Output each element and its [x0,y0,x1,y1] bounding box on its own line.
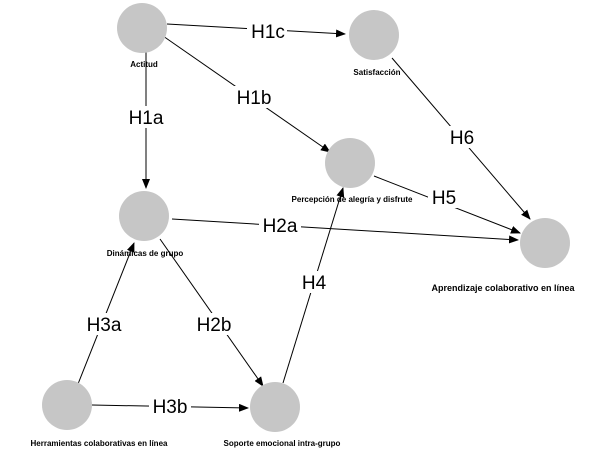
node-actitud: Actitud [117,3,167,69]
edge-h2b [159,238,264,387]
edge-h2a [171,218,519,244]
node-satisfaccion: Satisfacción [349,10,401,77]
node-label-aprendizaje: Aprendizaje colaborativo en línea [431,283,575,293]
node-label-herramientas: Herramientas colaborativas en línea [31,439,169,448]
label-h4: H4 [302,273,327,294]
node-herramientas: Herramientas colaborativas en línea [31,380,169,448]
nodes: Actitud Satisfacción Percepción de alegr… [31,3,576,448]
label-h3a: H3a [87,315,122,336]
node-soporte: Soporte emocional intra-grupo [224,382,341,448]
node-label-actitud: Actitud [130,60,158,69]
node-label-dinamicas: Dinámicas de grupo [107,249,184,258]
node-label-satisfaccion: Satisfacción [353,68,400,77]
node-label-percepcion: Percepción de alegría y disfrute [292,195,413,204]
label-h2a: H2a [263,216,298,237]
node-aprendizaje: Aprendizaje colaborativo en línea [431,218,576,293]
node-dinamicas: Dinámicas de grupo [107,191,184,258]
label-h1a: H1a [129,108,164,129]
label-h2b: H2b [197,315,232,336]
node-label-soporte: Soporte emocional intra-grupo [224,439,341,448]
hypothesis-labels: H1c H1b H1a H6 H5 H2a H4 H3a H2b H3b [83,20,478,418]
label-h5: H5 [432,188,456,209]
label-h1b: H1b [237,88,272,109]
label-h3b: H3b [153,397,188,418]
node-percepcion: Percepción de alegría y disfrute [292,138,413,204]
label-h1c: H1c [251,22,285,43]
label-h6: H6 [450,128,474,149]
